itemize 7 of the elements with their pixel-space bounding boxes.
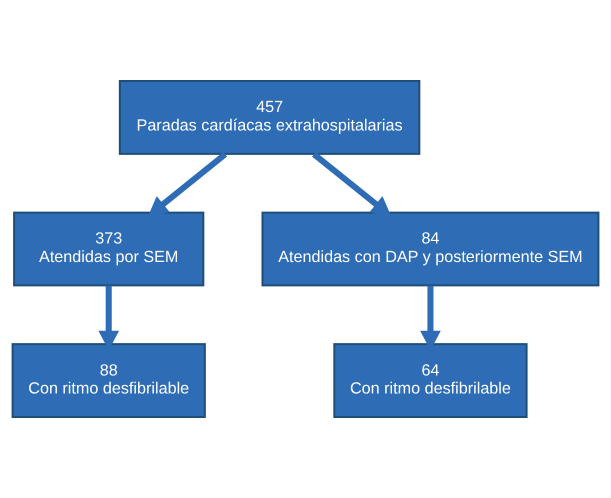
node-box: 64 Con ritmo desfibrilable <box>333 343 528 418</box>
node-box: 88 Con ritmo desfibrilable <box>12 343 206 418</box>
arrow <box>148 152 228 216</box>
arrow <box>312 152 392 216</box>
node-box: 84 Atendidas con DAP y posteriormente SEM <box>261 212 600 286</box>
node-box: 373 Atendidas por SEM <box>13 212 204 286</box>
node-box: 457 Paradas cardíacas extrahospitalarias <box>118 80 420 155</box>
